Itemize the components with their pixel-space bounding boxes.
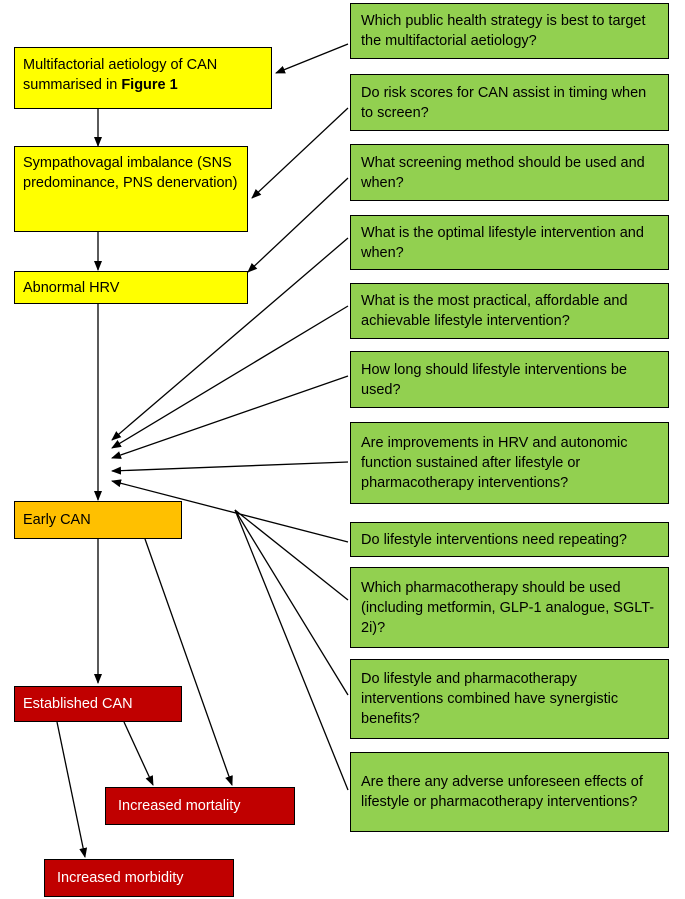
question-box-2: Do risk scores for CAN assist in timing … — [350, 74, 669, 131]
arrow-q8 — [111, 479, 349, 543]
sympathovagal-text: Sympathovagal imbalance (SNS predominanc… — [23, 155, 238, 191]
question-text: What screening method should be used and… — [361, 154, 645, 191]
increased-morbidity-box: Increased morbidity — [44, 859, 234, 897]
question-text: Which public health strategy is best to … — [361, 13, 646, 49]
aetiology-text: Multifactorial aetiology of CAN summaris… — [23, 57, 218, 93]
question-text: Do lifestyle interventions need repeatin… — [361, 531, 627, 548]
arrow-q2 — [251, 107, 349, 199]
aetiology-figure-ref: Figure 1 — [121, 77, 178, 93]
arrow-established-morbidity — [56, 721, 88, 858]
question-text: What is the optimal lifestyle interventi… — [361, 224, 644, 261]
abnormal-hrv-box: Abnormal HRV — [14, 271, 248, 304]
question-text: What is the most practical, affordable a… — [361, 293, 628, 329]
arrow-q1 — [275, 43, 349, 74]
question-box-6: How long should lifestyle interventions … — [350, 351, 669, 408]
line-q10 — [234, 509, 349, 696]
arrow-q3 — [247, 177, 349, 273]
arrow-early-mortality — [138, 529, 233, 786]
established-can-text: Established CAN — [23, 696, 133, 712]
increased-mortality-text: Increased mortality — [118, 798, 241, 814]
question-box-4: What is the optimal lifestyle interventi… — [350, 215, 669, 270]
question-text: Do lifestyle and pharmacotherapy interve… — [361, 671, 619, 727]
question-box-9: Which pharmacotherapy should be used (in… — [350, 567, 669, 648]
question-text: How long should lifestyle interventions … — [361, 361, 627, 398]
question-text: Which pharmacotherapy should be used (in… — [361, 579, 655, 636]
question-box-11: Are there any adverse unforeseen effects… — [350, 752, 669, 832]
arrow-q6 — [111, 375, 349, 459]
line-q11 — [234, 509, 349, 791]
increased-mortality-box: Increased mortality — [105, 787, 295, 825]
arrow-q4 — [111, 237, 349, 441]
sympathovagal-box: Sympathovagal imbalance (SNS predominanc… — [14, 146, 248, 232]
aetiology-box: Multifactorial aetiology of CAN summaris… — [14, 47, 272, 109]
question-box-5: What is the most practical, affordable a… — [350, 283, 669, 339]
question-box-7: Are improvements in HRV and autonomic fu… — [350, 422, 669, 504]
question-box-1: Which public health strategy is best to … — [350, 3, 669, 59]
question-box-10: Do lifestyle and pharmacotherapy interve… — [350, 659, 669, 739]
abnormal-hrv-text: Abnormal HRV — [23, 279, 120, 296]
increased-morbidity-text: Increased morbidity — [57, 870, 184, 886]
early-can-box: Early CAN — [14, 501, 182, 539]
question-text: Are improvements in HRV and autonomic fu… — [361, 435, 628, 491]
early-can-text: Early CAN — [23, 512, 91, 528]
question-box-8: Do lifestyle interventions need repeatin… — [350, 522, 669, 557]
arrow-established-mortality — [123, 721, 154, 786]
line-q9 — [234, 509, 349, 601]
arrow-q7 — [111, 461, 349, 475]
established-can-box: Established CAN — [14, 686, 182, 722]
question-text: Do risk scores for CAN assist in timing … — [361, 84, 647, 121]
arrow-q5 — [111, 305, 349, 449]
question-text: Are there any adverse unforeseen effects… — [361, 774, 643, 810]
question-box-3: What screening method should be used and… — [350, 144, 669, 201]
